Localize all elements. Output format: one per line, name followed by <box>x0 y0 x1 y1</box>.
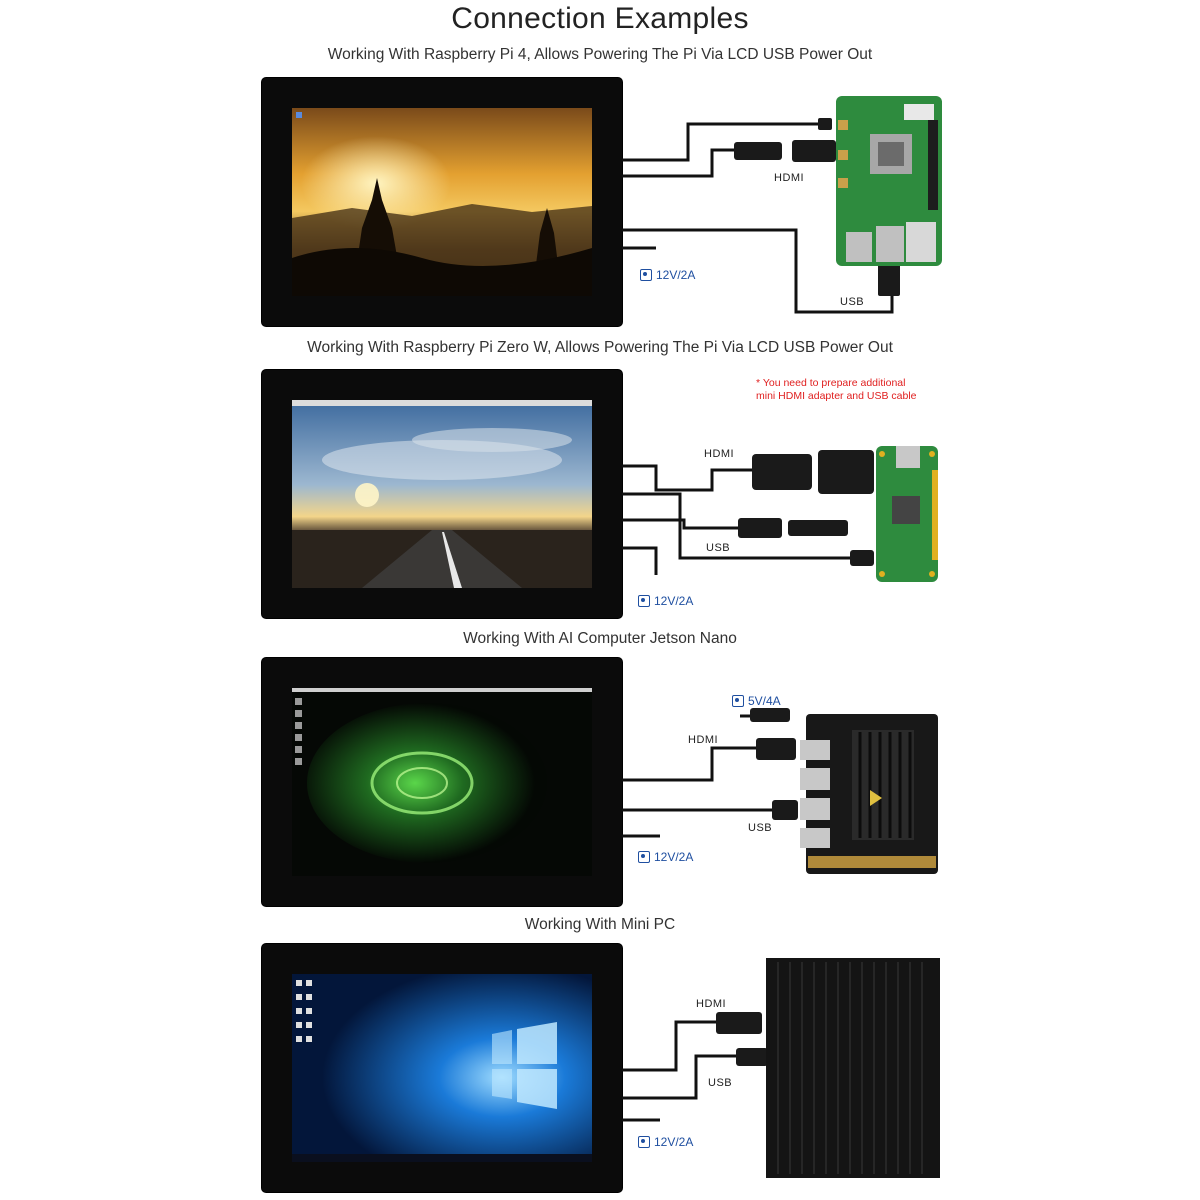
power-text: 5V/4A <box>748 694 781 708</box>
caption-raspberry-pi-zero-w: Working With Raspberry Pi Zero W, Allows… <box>307 339 893 356</box>
lcd-panel <box>262 78 622 326</box>
power-icon <box>638 595 650 607</box>
mini-pc-box <box>766 958 940 1178</box>
device-power-label: 5V/4A <box>732 694 781 708</box>
power-icon <box>638 1136 650 1148</box>
usb-label: USB <box>708 1077 733 1089</box>
screen-sunset-temple <box>292 108 592 296</box>
lcd-panel <box>262 944 622 1192</box>
screen-windows-desktop <box>292 974 592 1162</box>
hdmi-label: HDMI <box>696 998 727 1010</box>
raspberry-pi-zero-w-board <box>876 446 938 582</box>
power-label: 12V/2A <box>638 1135 693 1149</box>
caption-mini-pc: Working With Mini PC <box>524 916 676 933</box>
caption-jetson-nano: Working With AI Computer Jetson Nano <box>463 630 737 647</box>
power-text: 12V/2A <box>654 594 694 608</box>
note-line: mini HDMI adapter and USB cable <box>756 390 917 402</box>
screen-desert-road <box>292 400 592 588</box>
power-icon <box>640 269 652 281</box>
lcd-panel <box>262 658 622 906</box>
power-label: 12V/2A <box>640 268 695 282</box>
power-text: 12V/2A <box>656 268 696 282</box>
screen-green-nebula <box>292 688 592 876</box>
power-text: 12V/2A <box>654 850 694 864</box>
note-line: * You need to prepare additional <box>756 377 906 389</box>
page-title: Connection Examples <box>451 2 749 35</box>
adapter-note: * You need to prepare additional mini HD… <box>756 377 917 403</box>
hdmi-label: HDMI <box>774 172 805 184</box>
usb-label: USB <box>706 542 731 554</box>
power-icon <box>638 851 650 863</box>
power-text: 12V/2A <box>654 1135 694 1149</box>
usb-label: USB <box>840 296 865 308</box>
hdmi-label: HDMI <box>688 734 719 746</box>
power-label: 12V/2A <box>638 594 693 608</box>
raspberry-pi-4-board <box>836 96 942 266</box>
power-icon <box>732 695 744 707</box>
usb-label: USB <box>748 822 773 834</box>
lcd-panel <box>262 370 622 618</box>
power-label: 12V/2A <box>638 850 693 864</box>
hdmi-label: HDMI <box>704 448 735 460</box>
caption-raspberry-pi-4: Working With Raspberry Pi 4, Allows Powe… <box>327 46 873 63</box>
jetson-nano-board <box>800 714 938 874</box>
